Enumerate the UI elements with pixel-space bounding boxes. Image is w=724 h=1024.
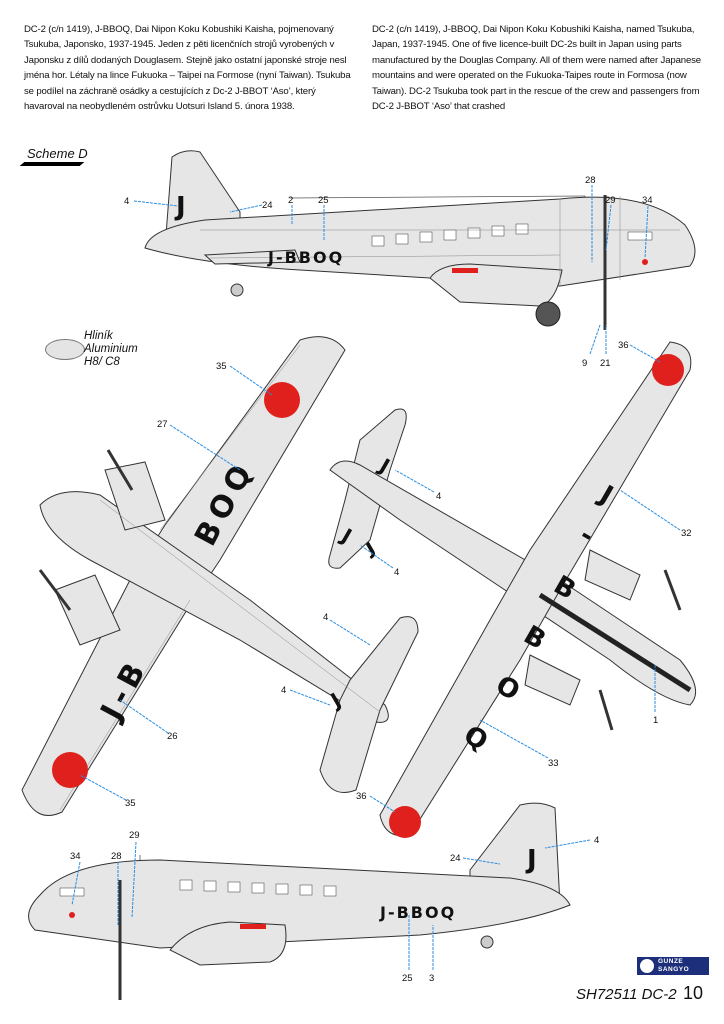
callout-number: 4 [394,567,399,578]
kit-code: SH72511 DC-2 [576,986,677,1003]
description-english: DC-2 (c/n 1419), J-BBOQ, Dai Nipon Koku … [372,24,701,113]
callout-number: 29 [605,195,616,206]
callout-number: 28 [585,175,596,186]
legend-czech: Hliník [84,330,113,342]
callout-number: 4 [436,491,441,502]
callout-number: 32 [681,528,692,539]
callout-number: 28 [111,851,122,862]
callout-number: 25 [402,973,413,984]
plan-view-lower: J - B B O Q J J [328,341,697,838]
callout-number: 33 [548,758,559,769]
callout-number: 9 [582,358,587,369]
callout-number: 34 [70,851,81,862]
callouts: 4 24 2 25 28 29 34 9 21 36 35 27 4 4 4 4… [70,175,692,984]
callout-number: 35 [216,361,227,372]
plan-view-upper: BOQ J-B J J [21,336,419,816]
logo-line2: SANGYO [658,966,690,973]
callout-number: 4 [124,196,129,207]
fuselage-registration: J-BBOQ [379,903,456,922]
callout-number: 24 [262,200,273,211]
callout-number: 1 [653,715,658,726]
callout-number: 35 [125,798,136,809]
side-view-right: J J-BBOQ [144,150,696,386]
callout-number: 36 [618,340,629,351]
callout-number: 3 [429,973,434,984]
logo-line1: GUNZE [658,958,684,965]
callout-number: 4 [323,612,328,623]
callout-number: 25 [318,195,329,206]
callout-number: 4 [594,835,599,846]
callout-number: 26 [167,731,178,742]
legend-code: H8/ C8 [84,356,120,368]
callout-number: 29 [129,830,140,841]
scheme-title: Scheme D [27,146,88,161]
callout-number: 21 [600,358,611,369]
callout-number: 2 [288,195,293,206]
gunze-sangyo-logo: GUNZE SANGYO [637,957,709,975]
callout-number: 24 [450,853,461,864]
fin-letter: J [525,845,537,875]
description-czech: DC-2 (c/n 1419), J-BBOQ, Dai Nipon Koku … [24,24,351,113]
page-number: 10 [683,983,704,1003]
callout-number: 4 [281,685,286,696]
callout-number: 34 [642,195,653,206]
logo-emblem-icon [640,959,654,973]
color-legend: Hliník Aluminium H8/ C8 [84,330,138,369]
callout-number: 36 [356,791,367,802]
legend-english: Aluminium [84,343,138,355]
side-view-left: J J-BBOQ [28,802,571,1000]
fuselage-registration: J-BBOQ [267,248,344,267]
callout-number: 27 [157,419,168,430]
color-swatch-aluminium [45,339,85,360]
fin-letter: J [174,192,186,222]
